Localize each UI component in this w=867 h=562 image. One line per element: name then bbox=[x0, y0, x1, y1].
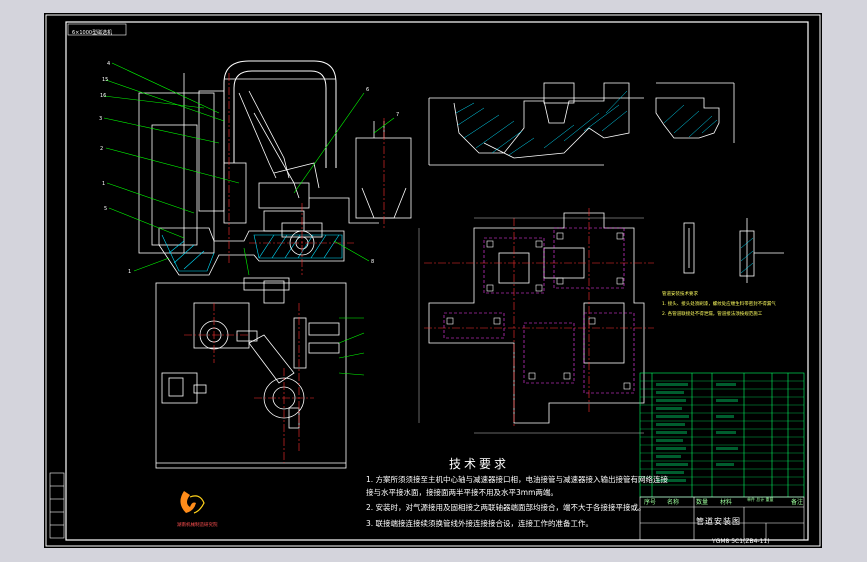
company-logo bbox=[180, 491, 205, 514]
svg-text:16: 16 bbox=[100, 93, 106, 99]
base-hatching bbox=[161, 234, 343, 272]
inner-frame bbox=[65, 21, 809, 541]
bom-header-remark: 备注 bbox=[791, 499, 804, 506]
svg-text:5: 5 bbox=[104, 206, 107, 212]
foundation-plan bbox=[428, 212, 645, 424]
section-view-a bbox=[428, 82, 644, 166]
detail-hatch bbox=[740, 237, 754, 274]
bom-header-material: 材料 bbox=[720, 499, 733, 506]
left-strip-table bbox=[49, 472, 65, 539]
tech-requirement-2: 2. 安装时，对气源接用及固相接之两联轴器端面部均接合，端不大于各接接平接或。 bbox=[366, 503, 646, 512]
bom-rows bbox=[640, 380, 804, 486]
svg-text:8: 8 bbox=[371, 259, 374, 265]
sheet-label: 6×1000型磁选机 bbox=[72, 30, 113, 36]
section-hatch-a bbox=[455, 90, 628, 156]
note-line-1: 1. 接头、接头处须刷漆，螺纹处应缠生料带密封不得漏气 bbox=[662, 302, 776, 307]
bom-header-name: 名称 bbox=[667, 499, 680, 506]
drawing-number: YGM8 5C1(ZB4-11) bbox=[712, 538, 770, 545]
svg-text:4: 4 bbox=[107, 61, 110, 67]
outer-frame bbox=[45, 14, 821, 547]
svg-text:2: 2 bbox=[100, 146, 103, 152]
note-title: 管道安装技术要求 bbox=[662, 292, 698, 297]
svg-text:3: 3 bbox=[99, 116, 102, 122]
tech-requirement-1a: 1. 方案所须须接至主机中心轴与减速器接口相，电油接管与减速器接入输出接管有网络… bbox=[366, 475, 669, 484]
svg-text:6: 6 bbox=[366, 87, 369, 93]
detail-view bbox=[683, 218, 784, 283]
foundation-hidden bbox=[443, 227, 635, 394]
foundation-center-lines bbox=[424, 208, 654, 428]
note-line-2: 2. 各管道联接处不得泄漏，管道接法须按规范施工 bbox=[662, 312, 763, 317]
bom-header-qty: 数量 bbox=[696, 499, 709, 506]
section-view-b bbox=[655, 82, 735, 143]
elevation-view bbox=[138, 60, 412, 276]
plan-view bbox=[155, 277, 347, 469]
bom-header-weight: 单件 总计 重量 bbox=[747, 497, 774, 502]
leader-lines bbox=[103, 62, 395, 276]
bom-header-no: 序号 bbox=[644, 499, 657, 506]
foundation-bolts bbox=[446, 232, 631, 390]
bom-table bbox=[639, 372, 805, 498]
svg-text:15: 15 bbox=[102, 77, 108, 83]
logo-caption: 湖南机械制造研究院 bbox=[177, 523, 218, 528]
drawing-title: 管道安装图 bbox=[696, 517, 741, 526]
section-hatch-b bbox=[663, 104, 718, 138]
title-block bbox=[639, 496, 805, 541]
center-lines-elevation bbox=[228, 73, 385, 275]
foundation-dims bbox=[418, 217, 644, 434]
tech-requirements-title: 技术要求 bbox=[449, 457, 510, 471]
bom-cell-fill bbox=[656, 383, 738, 482]
tech-requirement-1b: 接与水平接水面，接接面两半平接不用及水平3mm两端。 bbox=[366, 488, 558, 497]
sheet-label-box bbox=[67, 23, 127, 36]
svg-text:1: 1 bbox=[102, 181, 105, 187]
tech-requirement-3: 3. 联接端接连接续须换管线外接连接接合设，连接工作的准备工作。 bbox=[366, 519, 594, 528]
plan-leaders bbox=[338, 317, 365, 376]
center-lines-plan bbox=[184, 303, 314, 463]
svg-text:1: 1 bbox=[128, 269, 131, 275]
svg-text:7: 7 bbox=[396, 112, 399, 118]
